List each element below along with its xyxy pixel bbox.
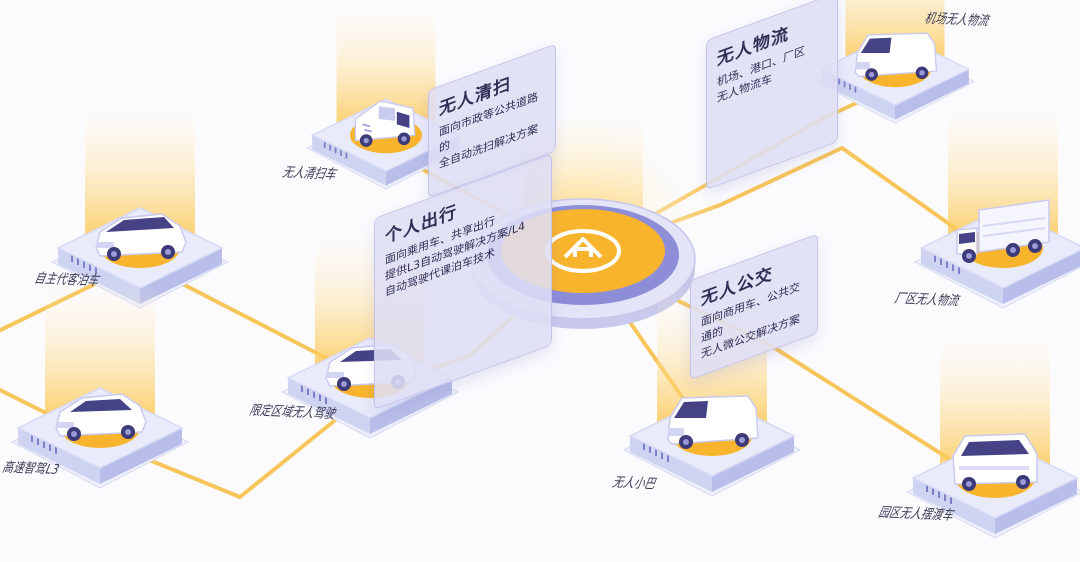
node-label-airport: 机场无人物流 <box>922 10 993 29</box>
vehicle-van-icon <box>667 395 759 449</box>
node-highway <box>10 280 190 489</box>
node-campus <box>905 330 1080 539</box>
platform-side-right <box>100 428 182 484</box>
vehicle-mpv-icon <box>95 213 187 261</box>
node-minibus <box>622 288 802 497</box>
vehicle-shuttle-icon <box>952 433 1038 491</box>
node-label-geofenced: 限定区域无人驾驶 <box>247 402 339 422</box>
hub-logo-icon <box>545 229 621 273</box>
node-label-campus: 园区无人摆渡车 <box>876 504 958 524</box>
platform-side-right <box>995 478 1077 534</box>
node-label-factory: 厂区无人物流 <box>892 290 963 309</box>
node-label-minibus: 无人小巴 <box>610 474 660 492</box>
platform-side-right <box>1003 250 1080 304</box>
vehicle-van-icon <box>854 32 938 81</box>
node-label-highway: 高速智驾L3 <box>0 459 63 478</box>
platform-side-right <box>370 378 452 434</box>
node-sweeper <box>305 1 467 190</box>
platform-side-right <box>140 248 222 304</box>
vehicle-truck-icon <box>956 199 1050 263</box>
node-label-valet: 自主代客泊车 <box>32 270 103 289</box>
node-valet <box>50 100 230 309</box>
node-label-sweeper: 无人清扫车 <box>280 164 341 183</box>
vehicle-suv-icon <box>55 393 147 441</box>
vehicle-sweeper-icon <box>354 100 416 147</box>
platform-side-right <box>712 436 794 492</box>
platform-side-right <box>895 69 969 120</box>
node-factory <box>913 100 1080 309</box>
node-airport <box>814 0 976 124</box>
